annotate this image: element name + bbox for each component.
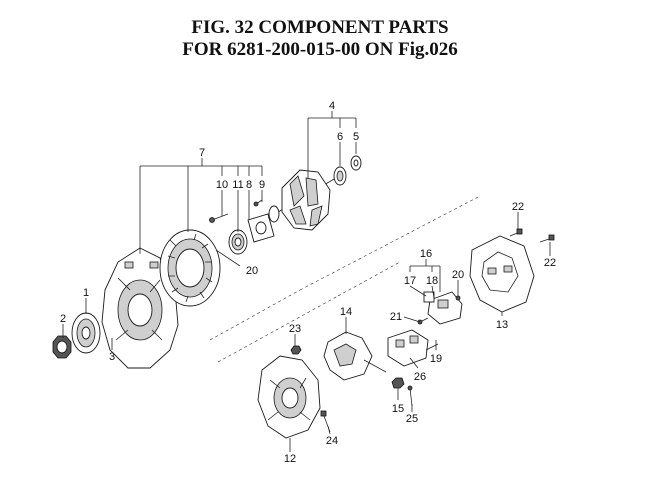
callout-20-left: 20 [246,265,258,277]
callout-9: 9 [259,179,265,191]
callout-7: 7 [199,147,205,159]
callout-25: 25 [406,413,418,425]
callout-11: 11 [232,179,243,191]
slip-ring-end-housing-part [257,355,321,439]
retainer-screws-part [209,199,263,223]
rotor-bearing-part [333,166,347,186]
rear-cover-part [469,235,535,313]
rotor-part [267,169,347,231]
figure-title-line-2: FOR 6281-200-015-00 ON Fig.026 [182,39,458,60]
callout-22-top: 22 [512,201,524,213]
callout-8: 8 [246,179,252,191]
callout-21: 21 [390,311,402,323]
drive-end-housing-part [101,247,179,369]
leader-lines [62,111,551,452]
callout-12: 12 [284,453,296,465]
rectifier-part [387,329,439,367]
cover-bolt-part [509,228,555,243]
callout-5: 5 [353,131,359,143]
callout-10: 10 [216,179,228,191]
brush-holder-part [323,331,387,381]
assembly-guide-lines [209,195,481,363]
callout-20-right: 20 [452,269,464,281]
callout-4: 4 [329,100,335,112]
housing-nut-part [290,345,302,355]
washer-part [350,155,362,171]
callout-15: 15 [392,403,404,415]
callout-22-right: 22 [544,257,556,269]
pulley-part [71,312,101,354]
callout-14: 14 [340,306,352,318]
callout-19: 19 [430,353,442,365]
regulator-assembly-part [417,291,463,325]
stator-part [159,229,221,307]
figure-title-line-1: FIG. 32 COMPONENT PARTS [191,17,449,38]
callout-23: 23 [289,323,301,335]
callout-17: 17 [404,275,416,287]
callout-2: 2 [60,313,66,325]
callout-16: 16 [420,248,432,260]
bearing-cover-plate-part [247,213,275,243]
callout-1: 1 [83,287,89,299]
callout-26: 26 [414,371,426,383]
bearing-part [228,229,248,255]
callout-24: 24 [326,435,338,447]
pulley-nut-part [52,335,72,359]
callout-18: 18 [426,275,438,287]
callout-13: 13 [496,319,508,331]
callout-6: 6 [337,131,343,143]
terminal-nut-part [391,377,413,407]
callout-3: 3 [109,351,115,363]
